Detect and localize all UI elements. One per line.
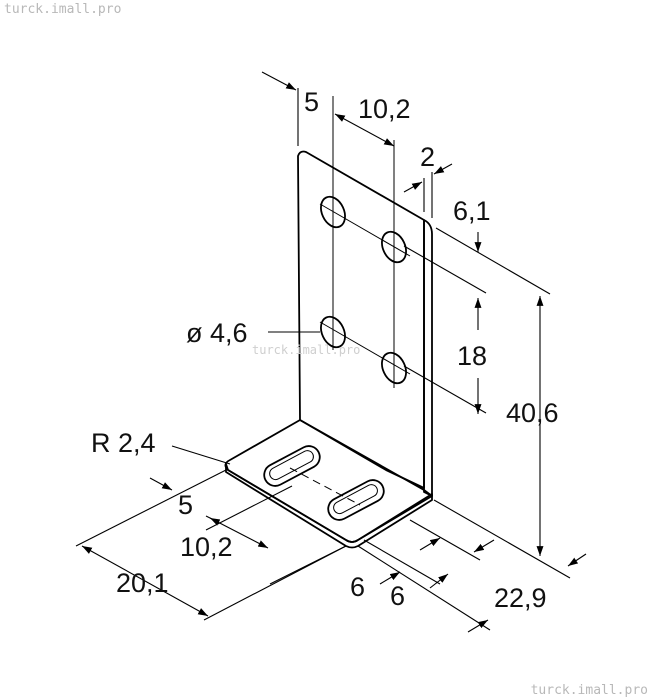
dim-2: 2 — [420, 142, 435, 172]
dim-5-bottom: 5 — [178, 490, 193, 520]
watermark-bottom-right: turck.imall.pro — [530, 683, 648, 698]
dim-10-2-top: 10,2 — [358, 94, 411, 124]
dim-10-2-bottom: 10,2 — [180, 532, 233, 562]
angle-bracket — [224, 96, 433, 549]
centerlines — [289, 96, 411, 506]
dim-hole-diameter: ø 4,6 — [186, 318, 248, 348]
dim-6-1: 6,1 — [453, 196, 491, 226]
dim-6-a: 6 — [350, 572, 365, 602]
dim-18: 18 — [457, 341, 487, 371]
dim-6-b: 6 — [390, 581, 405, 611]
vertical-plate-edge — [423, 219, 433, 497]
dim-40-6: 40,6 — [506, 398, 559, 428]
base-plate-face — [224, 419, 433, 543]
watermark-top-left: turck.imall.pro — [4, 2, 122, 17]
dim-5-top: 5 — [304, 87, 319, 117]
vertical-plate-face — [297, 150, 425, 489]
slot-left — [263, 445, 321, 487]
dim-radius: R 2,4 — [91, 428, 156, 458]
dimension-lines — [75, 71, 587, 633]
bend-line — [299, 419, 425, 491]
slot-right — [327, 479, 385, 521]
watermark-center: turck.imall.pro — [252, 343, 361, 357]
base-plate-edge — [225, 463, 433, 549]
dim-22-9: 22,9 — [494, 583, 547, 613]
dim-20-1: 20,1 — [116, 568, 169, 598]
